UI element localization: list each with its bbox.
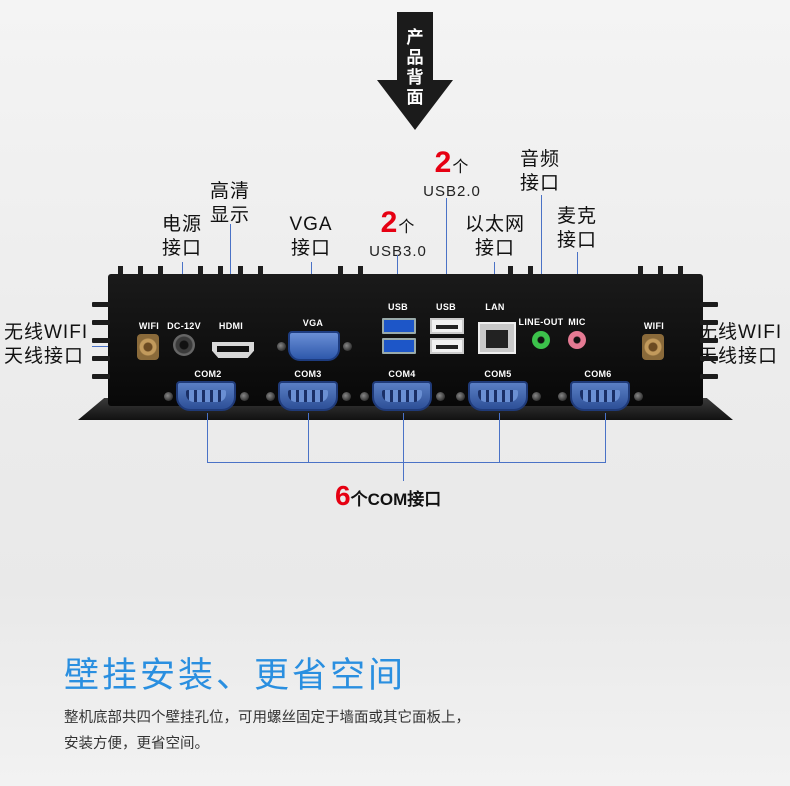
arrow-text-2: 背	[406, 68, 424, 87]
com-bracket-horizontal	[207, 462, 606, 463]
panel-label-usb3: USB	[388, 302, 408, 312]
com3-port	[278, 381, 338, 411]
feature-desc-line-1: 整机底部共四个壁挂孔位，可用螺丝固定于墙面或其它面板上，	[64, 710, 470, 726]
panel-label-line-out: LINE-OUT	[518, 317, 564, 327]
com5-port	[468, 381, 528, 411]
callout-mic: 麦克 接口	[549, 205, 605, 253]
callout-com: 6个COM接口	[335, 481, 495, 511]
usb2-port-bottom	[430, 338, 464, 354]
wifi-left-line-2: 天线接口	[4, 346, 85, 367]
usb3-unit: 个	[398, 219, 416, 236]
feature-title: 壁挂安装、更省空间	[64, 656, 407, 695]
arrow-text-0: 产	[406, 28, 424, 47]
audio-line-1: 音频	[519, 149, 560, 170]
com-bracket-2	[207, 413, 208, 462]
dc-power-jack	[173, 334, 195, 356]
callout-wifi-left: 无线WIFI 天线接口	[4, 321, 92, 369]
vga-port	[288, 331, 340, 361]
pointer-hdmi	[230, 224, 231, 316]
pointer-audio	[541, 195, 542, 317]
feature-desc-line-2: 安装方便，更省空间。	[64, 736, 209, 752]
com-count: 6	[335, 480, 351, 511]
power-line-1: 电源	[161, 214, 202, 235]
callout-lan: 以太网 接口	[460, 213, 530, 261]
panel-label-lan: LAN	[485, 302, 505, 312]
hdmi-line-1: 高清	[209, 181, 250, 202]
power-line-2: 接口	[161, 238, 202, 259]
usb2-count: 2	[434, 146, 453, 179]
panel-label-wifi-left: WIFI	[138, 321, 160, 331]
usb2-unit: 个	[452, 159, 470, 176]
callout-usb2: 2个 USB2.0	[412, 148, 492, 204]
com-bracket-4	[403, 413, 404, 481]
callout-audio: 音频 接口	[512, 148, 568, 196]
panel-label-com3: COM3	[294, 369, 322, 379]
mic-jack	[568, 331, 586, 349]
hdmi-port	[212, 342, 254, 358]
usb3-port-top	[382, 318, 416, 334]
wifi-right-line-2: 天线接口	[698, 346, 779, 367]
callout-power: 电源 接口	[154, 213, 210, 261]
lan-line-1: 以太网	[464, 214, 525, 235]
usb2-port-top	[430, 318, 464, 334]
mic-line-1: 麦克	[556, 206, 597, 227]
audio-line-2: 接口	[519, 173, 560, 194]
vga-line-1: VGA	[289, 214, 333, 235]
pointer-usb2	[446, 198, 447, 300]
panel-label-mic: MIC	[568, 317, 586, 327]
usb3-port-bottom	[382, 338, 416, 354]
com2-port	[176, 381, 236, 411]
vga-line-2: 接口	[290, 238, 331, 259]
panel-label-com4: COM4	[388, 369, 416, 379]
back-view-arrow: 产 品 背 面	[375, 12, 455, 132]
arrow-text-3: 面	[406, 88, 424, 107]
com4-port	[372, 381, 432, 411]
arrow-text-1: 品	[406, 48, 424, 67]
line-out-jack	[532, 331, 550, 349]
usb3-label: USB3.0	[369, 243, 427, 260]
callout-vga: VGA 接口	[283, 213, 339, 261]
wifi-left-line-1: 无线WIFI	[4, 322, 89, 343]
com-text: 个COM接口	[350, 490, 442, 509]
panel-label-dc: DC-12V	[167, 321, 201, 331]
com6-port	[570, 381, 630, 411]
panel-label-com6: COM6	[584, 369, 612, 379]
hdmi-line-2: 显示	[209, 205, 250, 226]
panel-label-com2: COM2	[194, 369, 222, 379]
panel-label-usb2: USB	[436, 302, 456, 312]
callout-usb3: 2个 USB3.0	[358, 208, 438, 264]
callout-wifi-right: 无线WIFI 天线接口	[698, 321, 788, 369]
mic-line-2: 接口	[556, 230, 597, 251]
wifi-right-line-1: 无线WIFI	[698, 322, 783, 343]
lan-line-2: 接口	[474, 238, 515, 259]
panel-label-hdmi: HDMI	[218, 321, 244, 331]
panel-label-vga: VGA	[302, 318, 324, 328]
wifi-antenna-right	[642, 334, 664, 360]
lan-port	[478, 322, 516, 354]
com-bracket-5	[499, 413, 500, 462]
usb3-count: 2	[380, 206, 399, 239]
panel-label-com5: COM5	[484, 369, 512, 379]
panel-label-wifi-right: WIFI	[643, 321, 665, 331]
callout-hdmi: 高清 显示	[202, 180, 258, 228]
wifi-antenna-left	[137, 334, 159, 360]
usb2-label: USB2.0	[423, 183, 481, 200]
com-bracket-3	[308, 413, 309, 462]
com-bracket-6	[605, 413, 606, 462]
